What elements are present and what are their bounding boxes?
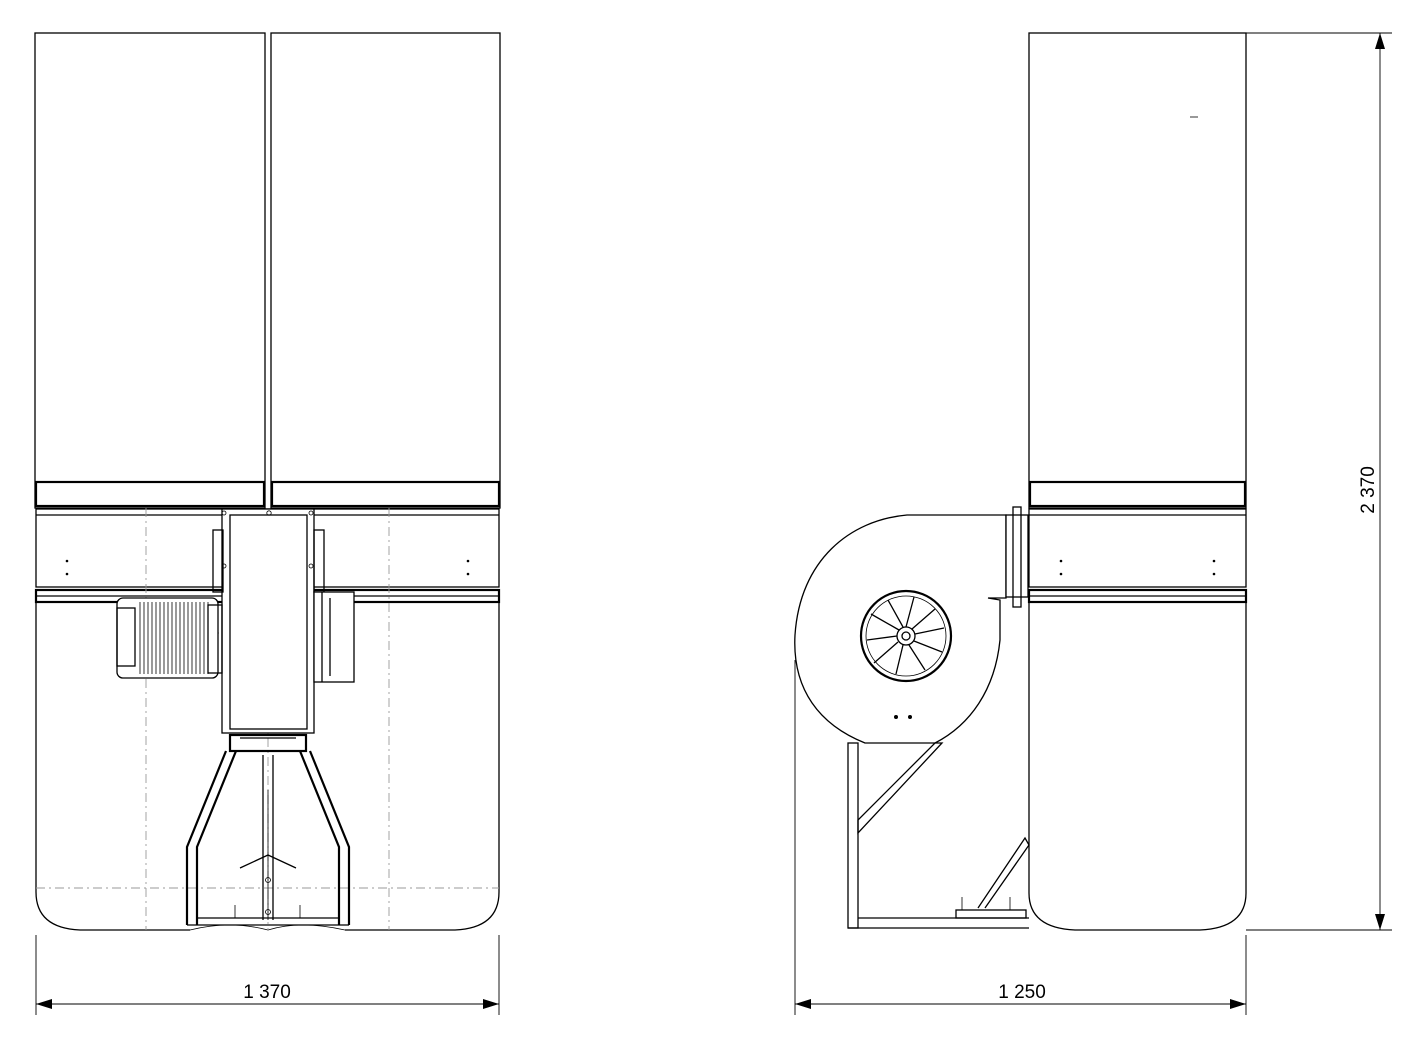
dimension-height: 2 370	[1246, 32, 1392, 931]
bag-ring-right	[270, 480, 501, 508]
side-width-label: 1 250	[998, 982, 1046, 1003]
fan-stand	[847, 742, 1030, 929]
filter-bag-right	[270, 32, 501, 509]
collection-bag-left	[35, 602, 190, 931]
front-view	[34, 32, 501, 931]
dimension-front-width: 1 370	[35, 935, 500, 1015]
side-filter-bag	[1028, 32, 1247, 509]
side-view	[794, 32, 1248, 931]
bag-ring-left	[34, 480, 266, 508]
front-width-label: 1 370	[243, 982, 291, 1003]
dimension-side-width: 1 250	[794, 660, 1247, 1015]
support-frame	[185, 750, 351, 925]
motor	[116, 597, 223, 679]
fan-impeller	[859, 589, 953, 683]
fan-outlet	[313, 591, 355, 683]
fan-housing-front	[221, 508, 315, 734]
side-collection-bag	[1028, 602, 1247, 931]
collection-bag-right	[345, 602, 500, 931]
height-label: 2 370	[1358, 466, 1379, 514]
filter-bag-left	[34, 32, 266, 509]
